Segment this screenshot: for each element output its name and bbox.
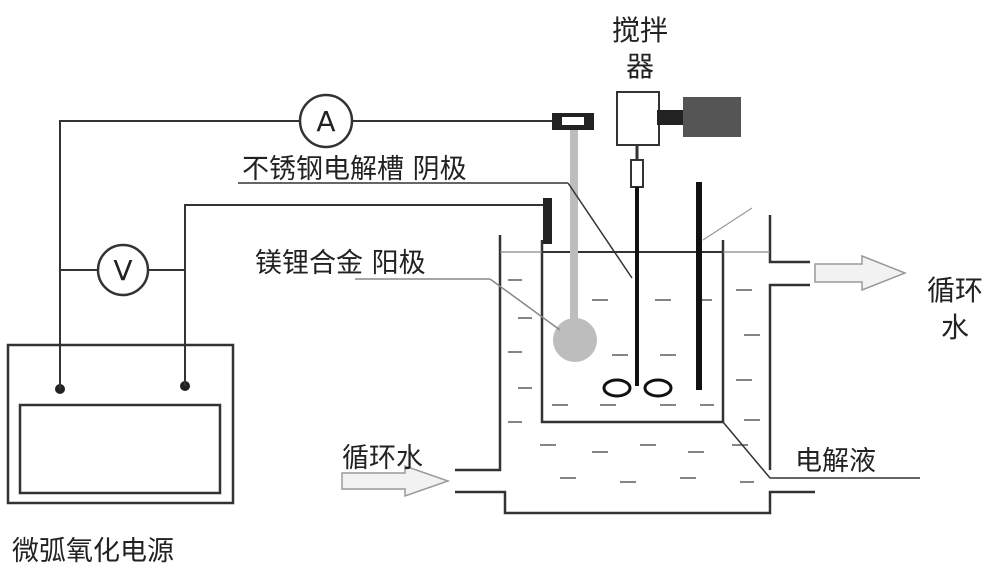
stirrer-chuck xyxy=(630,159,644,188)
anode-label: 镁锂合金 阳极 xyxy=(255,248,426,279)
stirrer-housing xyxy=(616,91,660,146)
stirrer-coupling xyxy=(657,110,683,125)
cathode-lead xyxy=(543,198,552,244)
stirrer xyxy=(602,91,741,398)
stirrer-label-line2: 器 xyxy=(626,50,654,83)
power-supply xyxy=(6,343,235,505)
power-supply-label: 微弧氧化电源 xyxy=(12,536,174,567)
electrolyte-label: 电解液 xyxy=(795,446,876,477)
ammeter-symbol: A xyxy=(316,105,335,138)
water-out-label-line2: 水 xyxy=(941,311,969,344)
cathode-label: 不锈钢电解槽 阴极 xyxy=(242,154,467,185)
voltmeter-symbol: V xyxy=(113,254,132,287)
water-inlet-arrow xyxy=(341,464,451,498)
water-outlet-arrow xyxy=(814,254,908,292)
stirrer-label-line1: 搅拌 xyxy=(612,14,668,47)
water-jacket xyxy=(455,215,815,515)
stirrer-motor xyxy=(683,97,741,137)
voltmeter: V xyxy=(96,243,150,297)
leader-lines xyxy=(238,182,920,479)
anode-electrode xyxy=(553,130,597,362)
cathode-clamp xyxy=(552,113,594,130)
water-dashes xyxy=(508,279,760,483)
electrolyte-dashes xyxy=(552,299,714,406)
circuit-wires xyxy=(59,120,555,389)
water-in-label: 循环水 xyxy=(342,443,423,474)
water-out-label-line1: 循环 xyxy=(927,274,983,307)
ammeter: A xyxy=(298,93,354,149)
